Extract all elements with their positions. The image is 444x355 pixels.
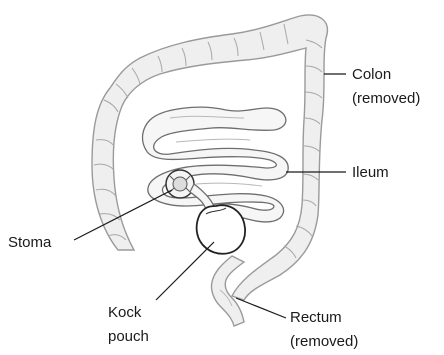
colon-label-line2: (removed): [352, 90, 420, 107]
kock-label-line1: Kock: [108, 304, 142, 321]
stoma-label: Stoma: [8, 234, 52, 251]
ileum-label: Ileum: [352, 164, 389, 181]
rectum-label-line1: Rectum: [290, 309, 342, 326]
stoma: [166, 170, 194, 198]
rectum-leader: [236, 298, 286, 318]
rectum-label-line2: (removed): [290, 333, 358, 350]
ileum-coils: [143, 107, 289, 222]
kock-pouch-leader: [156, 242, 214, 300]
kock-label-line2: pouch: [108, 328, 149, 345]
colon-label-line1: Colon: [352, 66, 391, 83]
kock-pouch: [197, 205, 245, 254]
